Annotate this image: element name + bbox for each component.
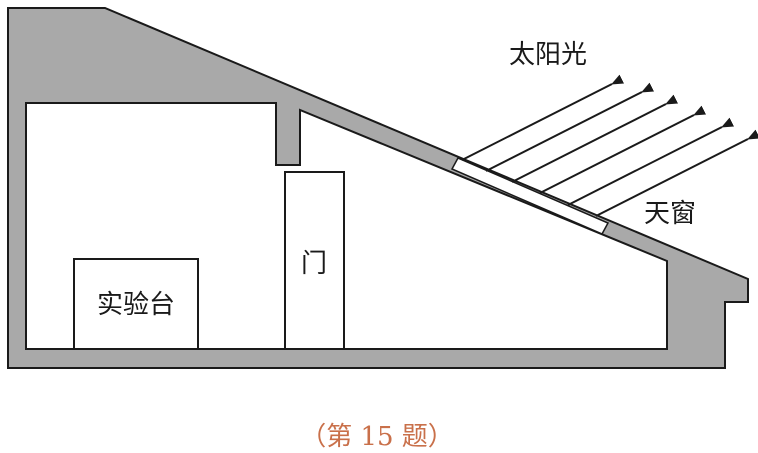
- skylight-label: 天窗: [644, 199, 696, 229]
- sunlight-ray: [485, 82, 655, 172]
- sunlight-label: 太阳光: [509, 40, 587, 70]
- building-wall: [7, 7, 749, 369]
- sunlight-ray: [595, 129, 758, 217]
- sunlight-ray: [567, 117, 735, 206]
- sunlight-ray: [539, 105, 707, 194]
- sunlight-ray: [511, 94, 679, 183]
- sunlight-rays: [461, 74, 758, 217]
- sunlight-ray: [461, 74, 625, 161]
- lab-bench: [73, 258, 199, 350]
- lab-bench-label: 实验台: [97, 290, 175, 320]
- door-label: 门: [301, 249, 327, 279]
- figure-caption: （第 15 题）: [300, 422, 454, 452]
- door: [284, 171, 345, 350]
- skylight-window: [450, 157, 610, 235]
